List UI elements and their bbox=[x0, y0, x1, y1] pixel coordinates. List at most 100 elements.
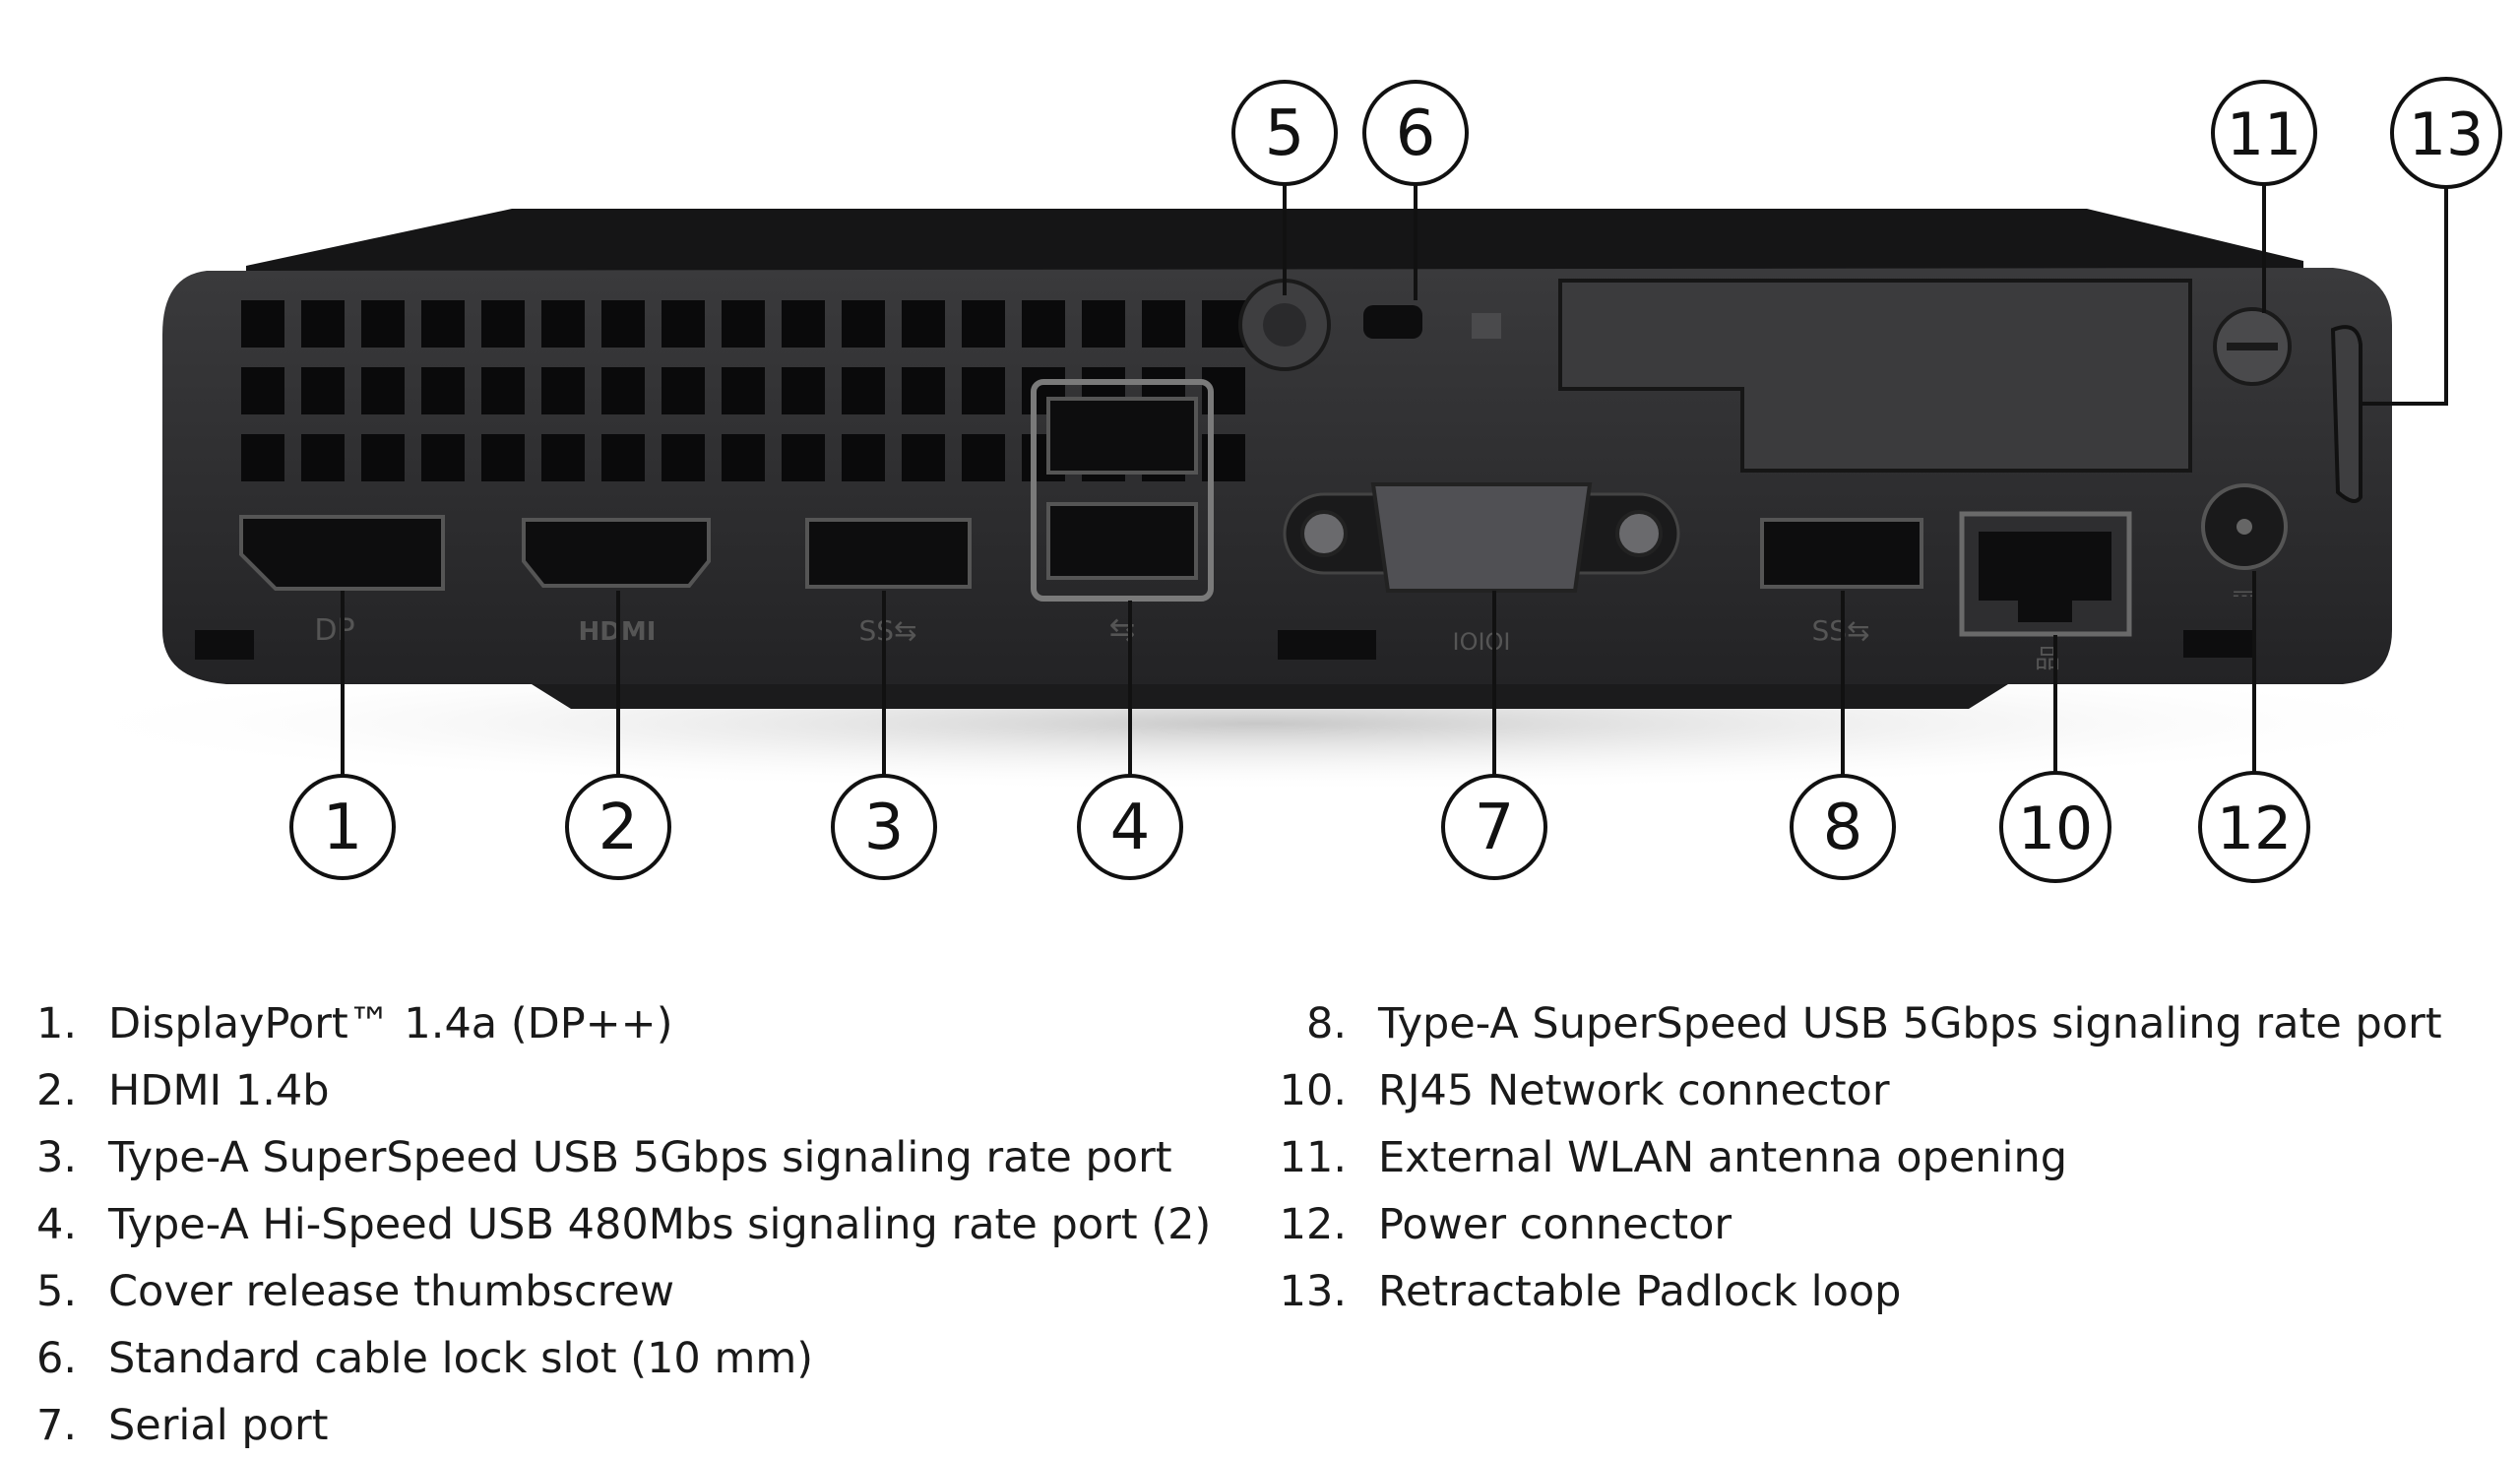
usb2-ports: ⇆ bbox=[1031, 379, 1214, 648]
callout-number-6: 6 bbox=[1396, 97, 1436, 170]
legend-item: 5.Cover release thumbscrew bbox=[0, 1258, 1240, 1325]
legend-number: 10. bbox=[1279, 1066, 1347, 1115]
legend-item: 8. Type-A SuperSpeed USB 5Gbps signaling … bbox=[1270, 990, 2510, 1057]
vent-hole bbox=[601, 367, 645, 414]
vent-hole bbox=[541, 300, 585, 348]
vent-hole bbox=[481, 300, 525, 348]
vent-hole bbox=[361, 367, 405, 414]
callout-circle-8 bbox=[1790, 774, 1896, 880]
rj45-port: 品 bbox=[1959, 511, 2132, 674]
callout-number-11: 11 bbox=[2227, 100, 2301, 169]
vent-hole bbox=[541, 434, 585, 481]
callout-number-1: 1 bbox=[323, 792, 363, 864]
legend-item: 6. Standard cable lock slot (10 mm) bbox=[0, 1325, 1240, 1392]
vent-hole bbox=[241, 434, 284, 481]
legend-text: Standard cable lock slot (10 mm) bbox=[108, 1334, 814, 1383]
callout-number-12: 12 bbox=[2217, 794, 2292, 863]
callout-circle-12 bbox=[2198, 771, 2310, 883]
callout-circle-3 bbox=[831, 774, 937, 880]
callout-circle-10 bbox=[1999, 771, 2111, 883]
legend-number: 1. bbox=[35, 999, 77, 1048]
legend-number: 12. bbox=[1279, 1200, 1347, 1249]
vent-hole bbox=[481, 434, 525, 481]
vent-hole bbox=[601, 300, 645, 348]
leader-lines bbox=[341, 184, 2448, 776]
legend-item: 13.Retractable Padlock loop bbox=[1270, 1258, 2510, 1325]
vent-hole bbox=[301, 300, 345, 348]
usb3-port-left: SS⇆ bbox=[805, 518, 972, 647]
legend-text: Serial port bbox=[108, 1401, 329, 1450]
vent-hole bbox=[301, 367, 345, 414]
vent-hole bbox=[722, 367, 765, 414]
callout-number-10: 10 bbox=[2018, 794, 2093, 863]
legend-number: 3. bbox=[35, 1133, 77, 1182]
vent-hole bbox=[301, 434, 345, 481]
vent-hole bbox=[541, 367, 585, 414]
legend-number: 4. bbox=[35, 1200, 77, 1249]
legend-text: DisplayPort™ 1.4a (DP++) bbox=[108, 999, 673, 1048]
hdmi-port: HDMI bbox=[522, 518, 711, 647]
vent-hole bbox=[962, 367, 1005, 414]
callout-number-13: 13 bbox=[2409, 100, 2484, 169]
vent-hole bbox=[241, 300, 284, 348]
legend-number: 5. bbox=[35, 1267, 77, 1316]
usb3-glyph-left: SS⇆ bbox=[858, 614, 916, 647]
callout-circle-4 bbox=[1077, 774, 1183, 880]
vent-hole bbox=[902, 300, 945, 348]
legend-text: Power connector bbox=[1378, 1200, 1732, 1249]
vent-hole bbox=[722, 300, 765, 348]
legend-item: 2.HDMI 1.4b bbox=[0, 1057, 1240, 1124]
legend-number: 6. bbox=[35, 1334, 77, 1383]
legend-item: 7.Serial port bbox=[0, 1392, 1240, 1459]
callout-circle-5 bbox=[1231, 80, 1338, 186]
expansion-cover bbox=[1558, 279, 2192, 473]
vent-hole bbox=[782, 367, 825, 414]
legend-text: Type-A SuperSpeed USB 5Gbps signaling ra… bbox=[1378, 999, 2442, 1048]
displayport-glyph: DP bbox=[314, 613, 354, 648]
legend-number: 2. bbox=[35, 1066, 77, 1115]
legend-item: 1. DisplayPort™ 1.4a (DP++) bbox=[0, 990, 1240, 1057]
legend-text: External WLAN antenna opening bbox=[1378, 1133, 2068, 1182]
callout-circle-13 bbox=[2390, 77, 2502, 189]
legend-number: 13. bbox=[1279, 1267, 1347, 1316]
vent-hole bbox=[962, 434, 1005, 481]
vent-hole bbox=[842, 434, 885, 481]
callout-number-8: 8 bbox=[1823, 792, 1863, 864]
padlock-loop bbox=[2330, 325, 2362, 503]
side-notch-left bbox=[195, 630, 254, 660]
vent-hole bbox=[782, 434, 825, 481]
vent-hole bbox=[662, 434, 705, 481]
displayport-port: DP bbox=[239, 515, 445, 648]
vent-hole bbox=[601, 434, 645, 481]
callout-number-5: 5 bbox=[1265, 97, 1305, 170]
vent-hole bbox=[241, 367, 284, 414]
legend-text: RJ45 Network connector bbox=[1378, 1066, 1890, 1115]
vent-hole bbox=[782, 300, 825, 348]
callout-circle-11 bbox=[2211, 80, 2317, 186]
cable-lock-slot bbox=[1363, 305, 1501, 339]
legend-item: 10. RJ45 Network connector bbox=[1270, 1057, 2510, 1124]
legend-number: 8. bbox=[1305, 999, 1347, 1048]
callout-circle-1 bbox=[289, 774, 396, 880]
callout-number-4: 4 bbox=[1110, 792, 1151, 864]
vent-hole bbox=[902, 434, 945, 481]
legend-left-column: 1. DisplayPort™ 1.4a (DP++) 2.HDMI 1.4b 3. T… bbox=[0, 990, 1240, 1459]
callout-circle-6 bbox=[1362, 80, 1469, 186]
vent-hole bbox=[1082, 300, 1125, 348]
chassis-foot bbox=[532, 684, 2008, 709]
callout-number-3: 3 bbox=[864, 792, 905, 864]
legend-item: 11. External WLAN antenna opening bbox=[1270, 1124, 2510, 1191]
callout-circle-7 bbox=[1441, 774, 1547, 880]
vent-hole bbox=[1022, 300, 1065, 348]
vent-hole bbox=[842, 300, 885, 348]
callout-number-7: 7 bbox=[1475, 792, 1515, 864]
legend-right-column: 8. Type-A SuperSpeed USB 5Gbps signaling … bbox=[1270, 990, 2510, 1325]
vent-hole bbox=[722, 434, 765, 481]
legend-text: Type-A SuperSpeed USB 5Gbps signaling ra… bbox=[108, 1133, 1172, 1182]
serial-glyph: IOIOI bbox=[1452, 628, 1510, 656]
vent-hole bbox=[962, 300, 1005, 348]
leader-line-13 bbox=[2362, 187, 2448, 406]
vent-hole bbox=[842, 367, 885, 414]
legend-item: 12. Power connector bbox=[1270, 1191, 2510, 1258]
legend-number: 11. bbox=[1279, 1133, 1347, 1182]
